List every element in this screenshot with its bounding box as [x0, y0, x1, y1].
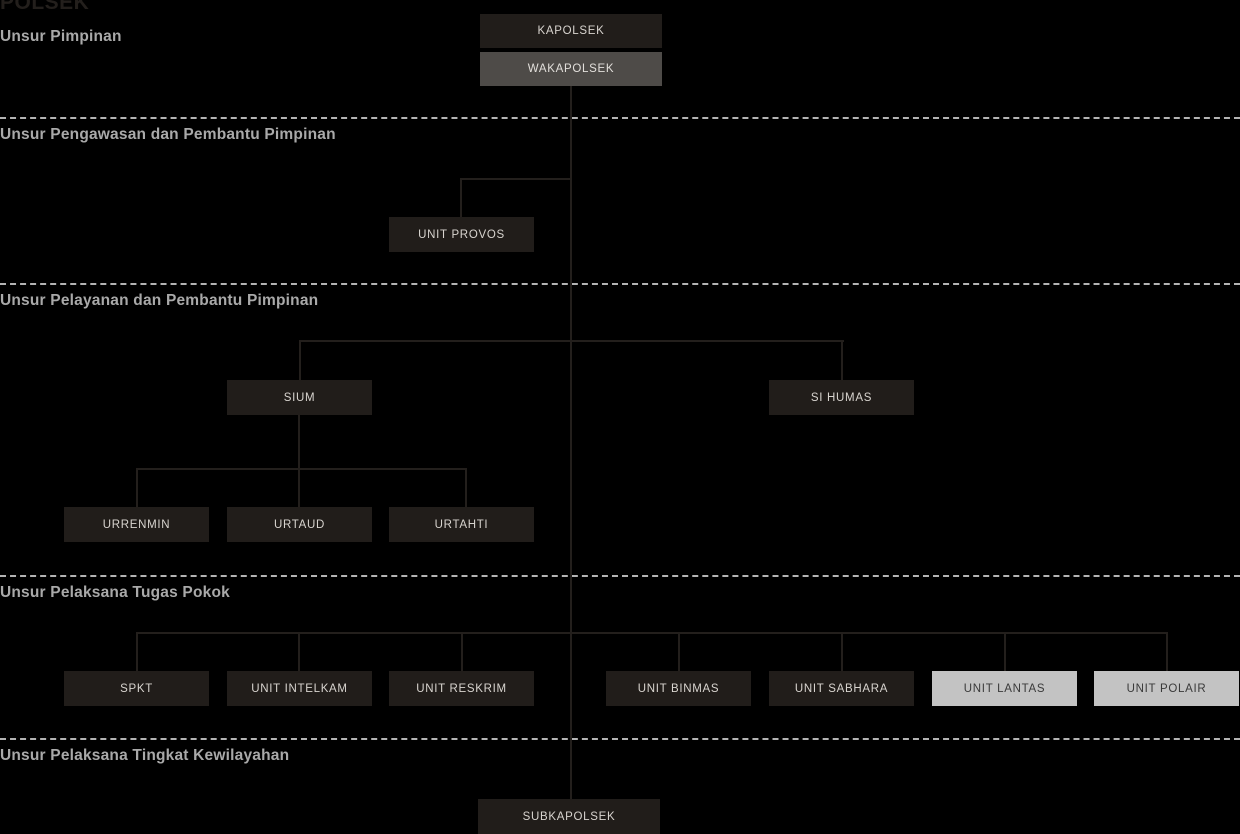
node-wakapolsek-label: WAKAPOLSEK [527, 63, 615, 75]
connector-v-urtaud [298, 468, 300, 508]
node-urtaud[interactable]: URTAUD [227, 507, 372, 542]
connector-v-sium-down [298, 414, 300, 468]
node-unit-reskrim[interactable]: UNIT RESKRIM [389, 671, 534, 706]
connector-h-sium-children [136, 468, 467, 470]
node-subkapolsek[interactable]: SUBKAPOLSEK [478, 799, 660, 834]
connector-v-sihumas [841, 340, 843, 381]
node-spkt[interactable]: SPKT [64, 671, 209, 706]
connector-v-provos [460, 178, 462, 218]
node-sium-label: SIUM [283, 391, 316, 404]
node-subkapolsek-label: SUBKAPOLSEK [522, 810, 616, 823]
divider-tugas-pokok [0, 575, 1240, 577]
section-label-pimpinan: Unsur Pimpinan [0, 28, 122, 45]
node-urrenmin[interactable]: URRENMIN [64, 507, 209, 542]
section-label-pelayanan: Unsur Pelayanan dan Pembantu Pimpinan [0, 292, 319, 309]
connector-v-urrenmin [136, 468, 138, 508]
node-unit-sabhara[interactable]: UNIT SABHARA [769, 671, 914, 706]
node-si-humas-label: SI HUMAS [810, 391, 873, 404]
divider-pelayanan [0, 283, 1240, 285]
connector-v-urtahti [465, 468, 467, 508]
connector-v-lantas [1004, 632, 1006, 672]
connector-h-tugas-pokok [136, 632, 1168, 634]
connector-v-polair [1166, 632, 1168, 672]
node-urrenmin-label: URRENMIN [102, 518, 171, 531]
connector-v-sium [299, 340, 301, 381]
connector-v-sabhara [841, 632, 843, 672]
connector-h-provos [461, 178, 572, 180]
node-spkt-label: SPKT [120, 682, 153, 695]
trunk-line-main [570, 86, 572, 800]
connector-v-intelkam [298, 632, 300, 672]
node-unit-lantas-label: UNIT LANTAS [963, 682, 1046, 695]
node-unit-lantas[interactable]: UNIT LANTAS [932, 671, 1077, 706]
divider-kewilayahan [0, 738, 1240, 740]
connector-v-binmas [678, 632, 680, 672]
node-unit-polair-label: UNIT POLAIR [1126, 682, 1207, 695]
node-unit-provos-label: UNIT PROVOS [418, 228, 505, 241]
node-urtahti-label: URTAHTI [434, 518, 489, 531]
section-label-tugas-pokok: Unsur Pelaksana Tugas Pokok [0, 584, 230, 601]
node-sium[interactable]: SIUM [227, 380, 372, 415]
node-kapolsek-label: KAPOLSEK [537, 25, 605, 37]
section-label-pengawasan: Unsur Pengawasan dan Pembantu Pimpinan [0, 126, 336, 143]
connector-v-spkt [136, 632, 138, 672]
connector-h-pelayanan [299, 340, 844, 342]
node-unit-binmas[interactable]: UNIT BINMAS [606, 671, 751, 706]
node-unit-sabhara-label: UNIT SABHARA [794, 682, 889, 695]
divider-pengawasan [0, 117, 1240, 119]
node-unit-intelkam[interactable]: UNIT INTELKAM [227, 671, 372, 706]
node-kapolsek[interactable]: KAPOLSEK [480, 14, 662, 48]
node-unit-reskrim-label: UNIT RESKRIM [416, 682, 507, 695]
page-title: POLSEK [0, 0, 90, 14]
node-urtahti[interactable]: URTAHTI [389, 507, 534, 542]
node-unit-provos[interactable]: UNIT PROVOS [389, 217, 534, 252]
node-wakapolsek[interactable]: WAKAPOLSEK [480, 52, 662, 86]
section-label-kewilayahan: Unsur Pelaksana Tingkat Kewilayahan [0, 747, 290, 764]
node-unit-binmas-label: UNIT BINMAS [637, 682, 720, 695]
node-unit-polair[interactable]: UNIT POLAIR [1094, 671, 1239, 706]
connector-v-reskrim [461, 632, 463, 672]
node-urtaud-label: URTAUD [273, 518, 326, 531]
node-si-humas[interactable]: SI HUMAS [769, 380, 914, 415]
node-unit-intelkam-label: UNIT INTELKAM [251, 682, 348, 695]
